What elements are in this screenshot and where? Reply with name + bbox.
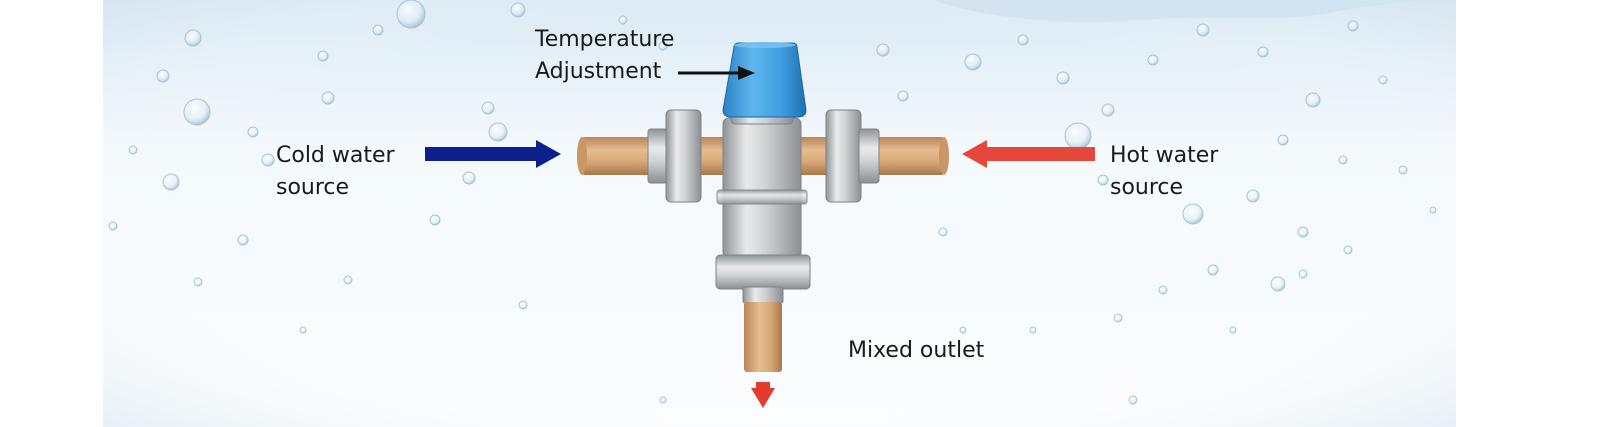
bubble <box>193 277 203 287</box>
bubble <box>1056 71 1070 85</box>
bubble <box>518 300 528 310</box>
bubble <box>162 173 180 191</box>
hot-inlet-end <box>939 137 949 175</box>
bubble <box>618 15 628 25</box>
bubble <box>396 0 426 29</box>
hot-water-source-label: Hot water source <box>1110 140 1218 204</box>
bubble <box>1029 326 1037 334</box>
bubble <box>429 214 441 226</box>
cold-water-source-label-line1: Cold water <box>276 143 395 168</box>
bubble <box>1270 276 1286 292</box>
bubble <box>481 101 495 115</box>
temperature-knob <box>722 42 807 118</box>
valve-body <box>722 117 802 259</box>
bubble <box>372 24 384 36</box>
bubble <box>1343 245 1353 255</box>
cold-water-source-label: Cold water source <box>276 140 395 204</box>
bubble <box>1338 155 1348 165</box>
bubble <box>1207 264 1219 276</box>
bubble <box>128 145 138 155</box>
bubble <box>1182 203 1204 225</box>
bubble <box>261 153 275 167</box>
bubble <box>237 234 249 246</box>
hot-water-source-label-line1: Hot water <box>1110 143 1219 168</box>
bubble <box>1101 103 1115 117</box>
bubble <box>156 69 170 83</box>
bubble <box>959 326 967 334</box>
bubble <box>1298 269 1308 279</box>
bubble <box>317 50 329 62</box>
bubble <box>1305 92 1321 108</box>
bubble <box>1064 122 1092 150</box>
left-union-collar <box>647 128 669 184</box>
temperature-adjustment-label-line2: Adjustment <box>535 59 662 84</box>
bubble <box>1378 75 1388 85</box>
right-union-collar <box>858 128 880 184</box>
bubble <box>1113 313 1123 323</box>
temperature-adjustment-label: Temperature Adjustment <box>535 24 674 88</box>
mixed-outlet-label: Mixed outlet <box>848 338 985 363</box>
temperature-pointer-arrow <box>678 66 755 80</box>
mixed-outlet-arrow <box>751 382 775 408</box>
bubble <box>510 2 526 18</box>
bubble <box>1196 23 1210 37</box>
bubble <box>1147 54 1159 66</box>
temperature-adjustment-label-line1: Temperature <box>535 27 675 52</box>
hot-water-source-label-line2: source <box>1110 175 1184 200</box>
outlet-copper-pipe <box>744 302 782 372</box>
temperature-knob-top <box>734 42 796 48</box>
bubble <box>1429 206 1437 214</box>
bubbles <box>108 0 1437 405</box>
cold-water-arrow <box>425 140 561 168</box>
bubble <box>299 326 307 334</box>
bubble <box>1246 189 1260 203</box>
valve-body-band <box>716 189 808 205</box>
cold-inlet-end <box>577 137 587 175</box>
bubble <box>1017 34 1029 46</box>
diagram-graphic <box>103 0 1456 427</box>
bubble <box>184 29 202 47</box>
bubble <box>462 171 476 185</box>
bubble <box>876 43 890 57</box>
bubble <box>938 227 948 237</box>
bottom-collar <box>742 286 784 304</box>
bubble <box>1398 165 1408 175</box>
bubble <box>659 396 667 404</box>
bubble <box>488 122 508 142</box>
bubble <box>321 91 335 105</box>
bubble <box>658 41 668 51</box>
bubble <box>247 126 259 138</box>
bubble <box>1128 395 1138 405</box>
bubble <box>1347 20 1359 32</box>
water-surface <box>933 0 1423 22</box>
bubble <box>964 53 982 71</box>
bubble <box>897 90 909 102</box>
left-union-nut <box>665 109 702 203</box>
mixing-valve-diagram: Temperature Adjustment Cold water source… <box>103 0 1456 427</box>
bubble <box>1297 226 1309 238</box>
bubble <box>1229 326 1237 334</box>
bubble <box>183 98 211 126</box>
bottom-union-nut <box>715 254 811 290</box>
hot-water-arrow <box>962 140 1095 168</box>
bubble <box>1097 174 1109 186</box>
bubble <box>1277 134 1289 146</box>
bubble <box>108 221 118 231</box>
bubble <box>343 275 353 285</box>
bubble <box>1257 46 1269 58</box>
cold-water-source-label-line2: source <box>276 175 350 200</box>
right-union-nut <box>825 109 862 203</box>
bubble <box>1158 285 1168 295</box>
